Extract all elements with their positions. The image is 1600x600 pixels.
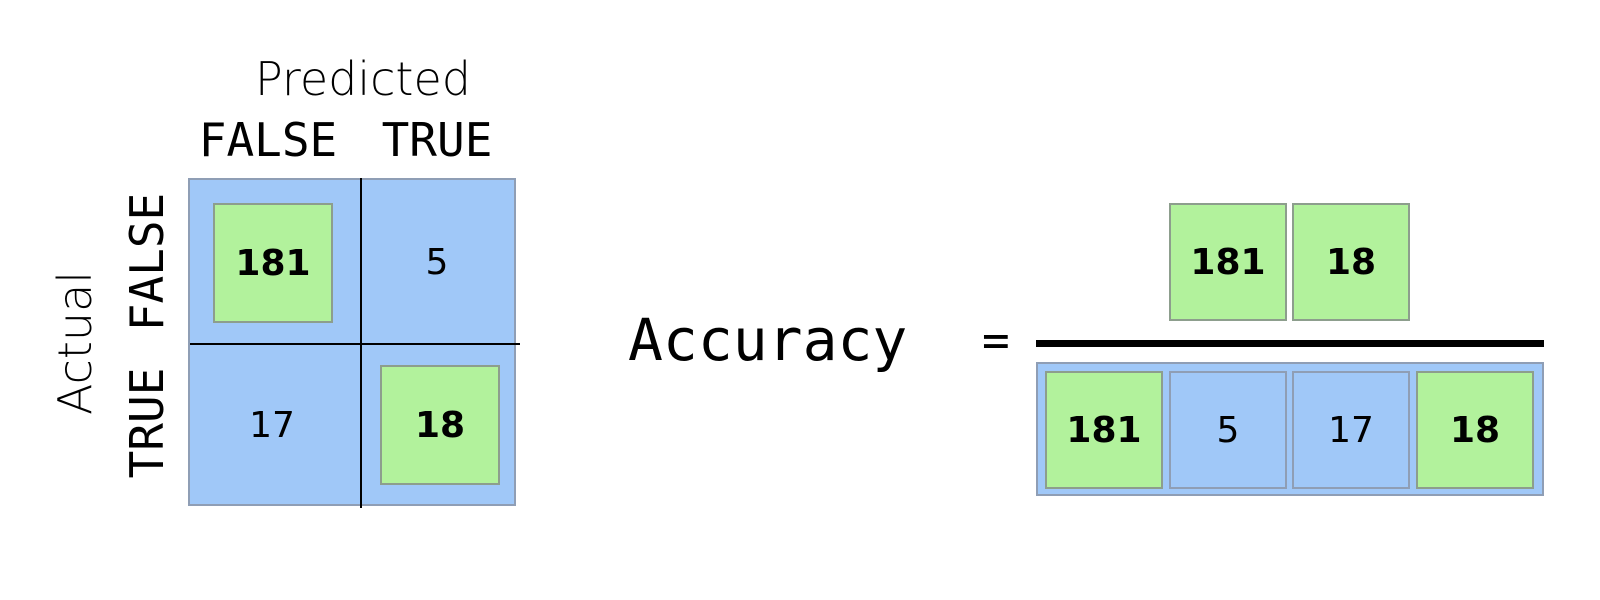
actual-true-label: TRUE xyxy=(120,367,174,479)
predicted-true-label: TRUE xyxy=(381,113,493,167)
cell-true-positive: 18 xyxy=(380,365,500,485)
denominator-term-false-negative: 17 xyxy=(1292,371,1410,489)
formula-label: Accuracy xyxy=(628,306,908,374)
denominator-term-true-positive: 18 xyxy=(1416,371,1534,489)
actual-axis-title: Actual xyxy=(48,270,102,416)
denominator-term-true-negative: 181 xyxy=(1045,371,1163,489)
actual-false-label: FALSE xyxy=(120,192,174,332)
matrix-horizontal-divider xyxy=(190,343,520,345)
cell-true-negative: 181 xyxy=(213,203,333,323)
predicted-axis-title: Predicted xyxy=(255,52,471,106)
numerator-term-true-negative: 181 xyxy=(1169,203,1287,321)
formula-equals-sign: = xyxy=(982,313,1010,367)
confusion-matrix: 181 5 17 18 xyxy=(188,178,520,508)
fraction-bar xyxy=(1036,340,1544,347)
numerator-term-true-positive: 18 xyxy=(1292,203,1410,321)
cell-false-negative: 17 xyxy=(249,404,295,446)
cell-false-positive: 5 xyxy=(425,241,449,283)
predicted-false-label: FALSE xyxy=(198,113,338,167)
denominator-term-false-positive: 5 xyxy=(1169,371,1287,489)
